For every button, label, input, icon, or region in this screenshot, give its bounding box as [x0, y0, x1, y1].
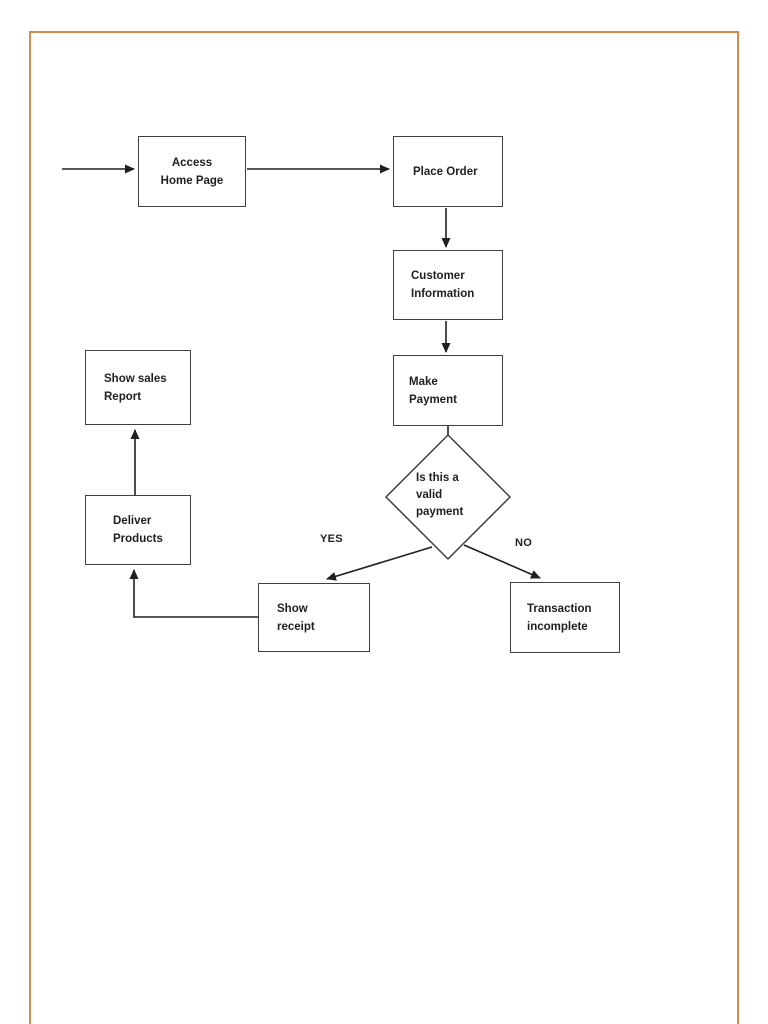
connector-yes-to-receipt [326, 546, 433, 581]
edge-label-no: NO [515, 537, 533, 549]
node-valid-payment-decision-label: Is this a valid payment [416, 472, 464, 518]
node-show-receipt-label: Show receipt [277, 602, 315, 633]
connector-receipt-to-deliver [129, 569, 258, 618]
node-place-order: Place Order [393, 136, 503, 207]
node-customer-information-label: Customer Information [411, 270, 475, 300]
node-access-home-page: Access Home Page [138, 136, 246, 207]
node-show-sales-report-label: Show sales Report [104, 372, 167, 403]
node-make-payment: Make Payment [393, 355, 503, 426]
node-access-home-page-label: Access Home Page [160, 156, 224, 187]
node-deliver-products: Deliver Products [85, 495, 191, 565]
node-make-payment-label: Make Payment [409, 375, 457, 406]
node-customer-information: Customer Information [393, 250, 503, 320]
node-show-sales-report: Show sales Report [85, 350, 191, 425]
node-show-receipt: Show receipt [258, 583, 370, 652]
page-border [29, 31, 739, 1024]
node-place-order-label: Place Order [413, 165, 478, 178]
connector-no-to-transaction [463, 544, 541, 579]
edge-label-yes: YES [320, 533, 343, 545]
node-transaction-incomplete: Transaction incomplete [510, 582, 620, 653]
node-deliver-products-label: Deliver Products [113, 515, 163, 545]
node-transaction-incomplete-label: Transaction incomplete [527, 602, 592, 633]
decision-diamond-shape [384, 433, 512, 561]
